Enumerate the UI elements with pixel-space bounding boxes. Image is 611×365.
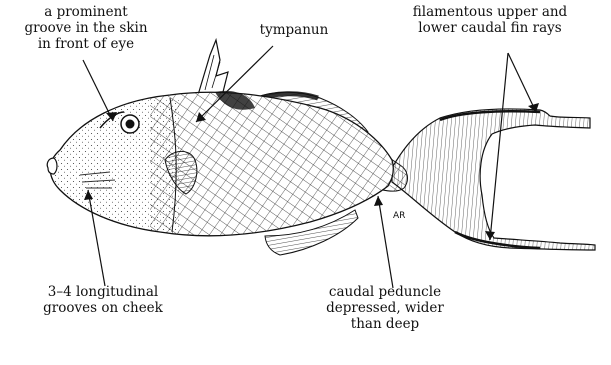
artist-mark: AR	[393, 211, 405, 221]
label-line: a prominent	[6, 4, 166, 20]
label-line: lower caudal fin rays	[392, 20, 588, 36]
label-filamentous-rays: filamentous upper and lower caudal fin r…	[392, 4, 588, 36]
leader-groove	[83, 60, 113, 121]
label-line: depressed, wider	[300, 300, 470, 316]
label-line: groove in the skin	[6, 20, 166, 36]
label-line: in front of eye	[6, 36, 166, 52]
label-line: caudal peduncle	[300, 284, 470, 300]
label-line: grooves on cheek	[18, 300, 188, 316]
leader-filament-upper	[508, 53, 536, 112]
label-tympanum: tympanun	[248, 22, 340, 38]
label-line: filamentous upper and	[392, 4, 588, 20]
label-groove-in-front-of-eye: a prominent groove in the skin in front …	[6, 4, 166, 52]
leader-filament-lower	[490, 53, 508, 240]
caudal-fin	[392, 109, 595, 250]
leader-peduncle	[378, 196, 393, 288]
label-line: 3–4 longitudinal	[18, 284, 188, 300]
fish-body	[40, 80, 410, 250]
label-cheek-grooves: 3–4 longitudinal grooves on cheek	[18, 284, 188, 316]
label-caudal-peduncle: caudal peduncle depressed, wider than de…	[300, 284, 470, 332]
label-line: than deep	[300, 316, 470, 332]
dorsal-spine	[198, 40, 228, 96]
label-line: tympanun	[248, 22, 340, 38]
